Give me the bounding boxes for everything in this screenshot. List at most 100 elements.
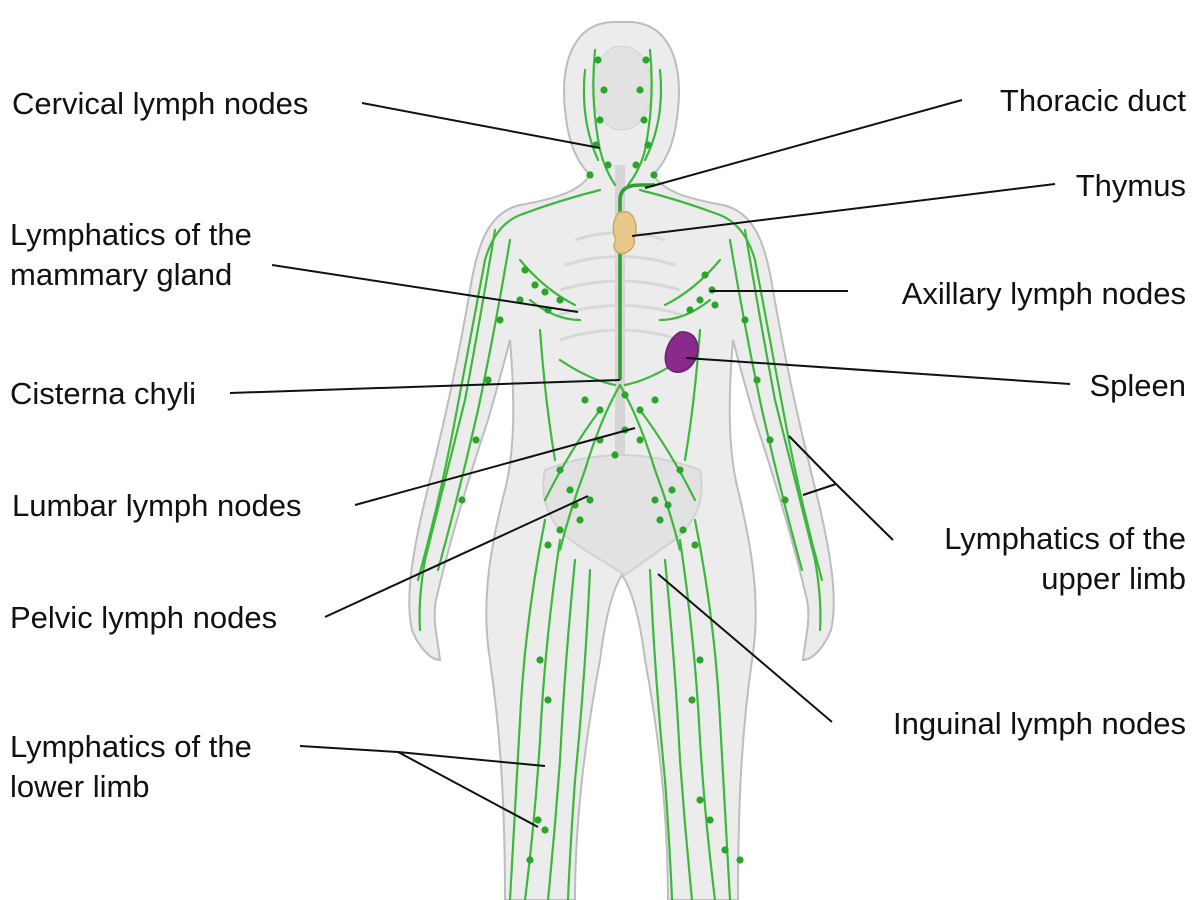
lymph-node <box>706 816 714 824</box>
label-mammary-line2: mammary gland <box>10 257 233 292</box>
lymph-node <box>741 316 749 324</box>
lymph-node <box>679 526 687 534</box>
lymph-node <box>596 406 604 414</box>
lymph-node <box>642 56 650 64</box>
lymph-node <box>636 436 644 444</box>
leader-cervical <box>361 102 601 149</box>
thoracic-duct-vessel <box>618 183 655 380</box>
lymph-node <box>566 486 574 494</box>
lymph-vessel <box>693 518 732 900</box>
label-upper-limb-line1: Lymphatics of the <box>944 521 1186 556</box>
lymph-node <box>711 301 719 309</box>
lymph-vessel <box>436 238 512 572</box>
lymph-node <box>696 796 704 804</box>
leader-upper-limb-a <box>835 483 894 541</box>
lymph-vessel <box>743 228 822 632</box>
lymph-node <box>721 846 729 854</box>
leader-lines <box>229 99 1071 828</box>
leader-lower-limb-b <box>397 751 546 767</box>
leader-lower-limb-a <box>299 745 399 753</box>
lymph-node <box>604 161 612 169</box>
leader-upper-limb-c <box>802 483 837 496</box>
lymph-node <box>688 696 696 704</box>
lymph-node <box>668 486 676 494</box>
lymph-node <box>656 516 664 524</box>
label-pelvic-lymph-nodes: Pelvic lymph nodes <box>10 600 278 635</box>
lymph-node <box>686 306 694 314</box>
lymph-nodes <box>458 56 789 864</box>
label-axillary-lymph-nodes: Axillary lymph nodes <box>901 276 1186 311</box>
lymph-vessel <box>566 568 592 900</box>
lymph-node <box>526 856 534 864</box>
lymph-node <box>516 296 524 304</box>
lymph-node <box>753 376 761 384</box>
lymph-node <box>766 436 774 444</box>
leader-cisterna <box>229 379 621 394</box>
leader-mammary <box>271 264 579 313</box>
lymph-vessel <box>518 258 577 307</box>
lymph-node <box>676 466 684 474</box>
lymph-vessel <box>658 298 712 322</box>
label-thymus: Thymus <box>1075 168 1186 203</box>
lymph-vessel <box>678 538 717 900</box>
lymph-node <box>644 141 652 149</box>
label-inguinal-lymph-nodes: Inguinal lymph nodes <box>893 706 1186 741</box>
lymph-node <box>632 161 640 169</box>
label-lower-limb-line2: lower limb <box>10 769 150 804</box>
lymph-vessel <box>643 68 663 162</box>
lymph-node <box>650 171 658 179</box>
lymph-vessel <box>648 568 674 900</box>
lymph-vessel <box>582 68 600 162</box>
lymph-node <box>544 696 552 704</box>
lymph-vessel <box>618 383 682 552</box>
leader-thymus <box>631 183 1056 237</box>
lymph-vessel <box>508 518 547 900</box>
lymph-node <box>541 826 549 834</box>
label-mammary-line1: Lymphatics of the <box>10 217 252 252</box>
lymph-vessel <box>558 383 622 552</box>
lymph-node <box>541 288 549 296</box>
label-spleen: Spleen <box>1089 368 1186 403</box>
lymph-node <box>556 466 564 474</box>
lymph-vessel <box>543 408 602 502</box>
lymph-vessel <box>416 258 487 582</box>
label-cervical-lymph-nodes: Cervical lymph nodes <box>12 86 309 121</box>
lymph-node <box>594 56 602 64</box>
lymph-node <box>651 496 659 504</box>
label-upper-limb-line2: upper limb <box>1041 561 1186 596</box>
lymph-node <box>664 501 672 509</box>
lymph-vessel <box>753 258 824 582</box>
label-thoracic-duct: Thoracic duct <box>999 83 1186 118</box>
leader-inguinal <box>657 573 833 723</box>
lymph-node <box>696 656 704 664</box>
lymph-node <box>781 496 789 504</box>
lymph-vessel <box>523 538 562 900</box>
lymph-node <box>640 116 648 124</box>
lymph-vessel <box>546 558 577 900</box>
lymph-node <box>636 406 644 414</box>
lymph-vessel <box>528 298 582 322</box>
lymph-vessel <box>638 408 697 502</box>
lymph-node <box>472 436 480 444</box>
lymph-node <box>531 281 539 289</box>
lymph-vessel <box>558 358 617 387</box>
label-lower-limb-line1: Lymphatics of the <box>10 729 252 764</box>
lymph-node <box>696 296 704 304</box>
lymph-node <box>636 86 644 94</box>
leader-spleen <box>685 357 1071 385</box>
lymph-node <box>521 266 529 274</box>
leader-lumbar <box>354 427 636 506</box>
leader-lower-limb-c <box>397 751 539 828</box>
lymph-vessel <box>728 238 804 572</box>
lymph-node <box>621 391 629 399</box>
lymph-node <box>581 396 589 404</box>
spleen-organ <box>664 331 699 373</box>
lymph-vessel <box>538 328 557 462</box>
lymph-vessel <box>663 558 694 900</box>
lymphatic-vessels <box>416 48 824 900</box>
lymph-node <box>701 271 709 279</box>
lymph-node <box>458 496 466 504</box>
lymph-vessel <box>683 328 702 462</box>
